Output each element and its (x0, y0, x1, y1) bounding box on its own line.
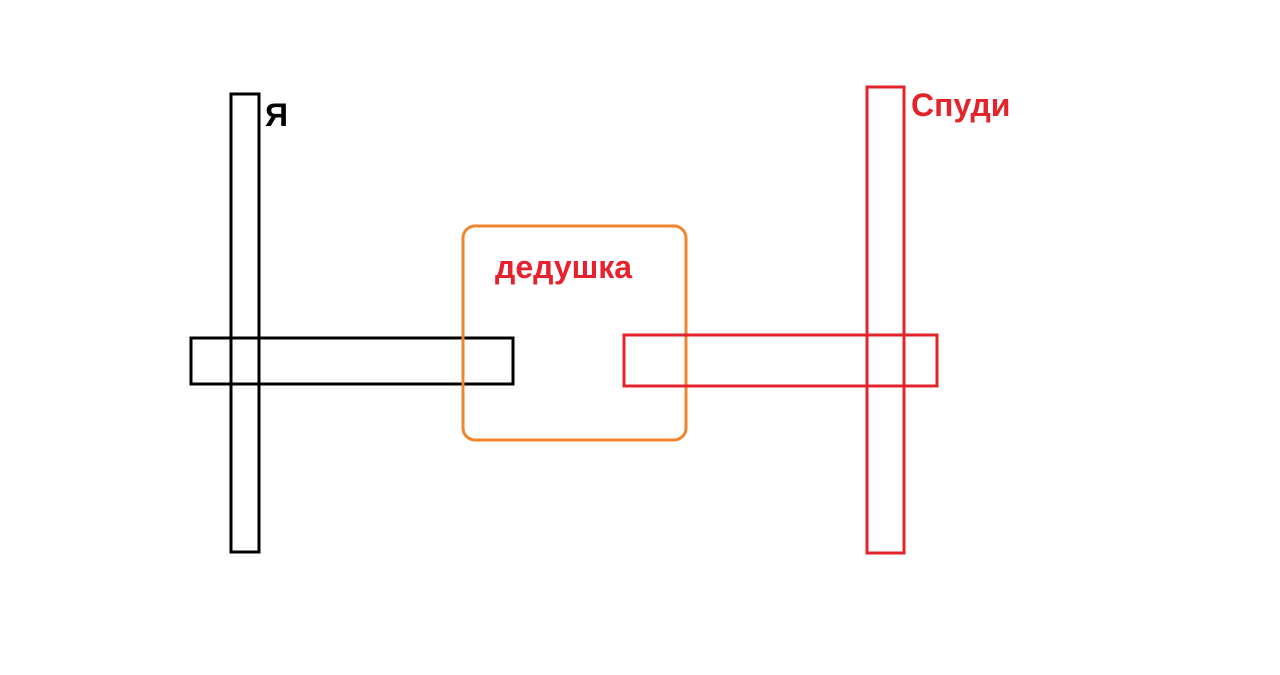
me-vertical-bar (229, 92, 261, 554)
me-label: Я (265, 97, 288, 133)
figure-me: Я (189, 92, 515, 554)
grandpa-label: дедушка (495, 249, 632, 285)
grandpa-box (461, 224, 688, 442)
spudi-vertical-bar (865, 85, 906, 555)
figure-grandpa: дедушка (461, 224, 688, 442)
spudi-label: Спуди (911, 87, 1010, 123)
me-horizontal-bar (189, 336, 515, 386)
figure-spudi: Спуди (622, 85, 1010, 555)
spudi-horizontal-bar (622, 333, 939, 388)
